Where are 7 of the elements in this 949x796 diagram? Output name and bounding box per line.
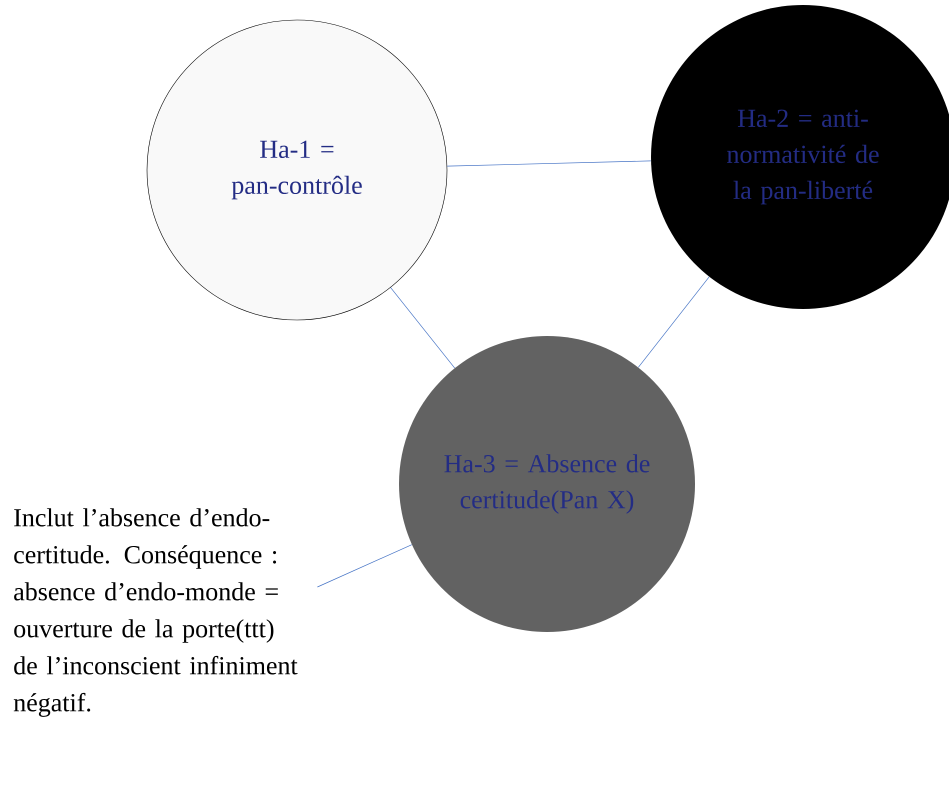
circle-node: Ha-1 = pan-contrôle [146,20,448,320]
connector-line [446,160,652,166]
connector-line [638,276,710,368]
circle-node: Ha-3 = Absence de certitude(Pan X) [399,336,695,632]
note-text: Inclut l’absence d’endo-certitude. Conséquence : absence d’endo-monde = ouverture de la porte(ttt) de l’inconscient infiniment négatif. [14,508,298,717]
leader-line [317,544,412,588]
connector-line [390,287,456,368]
